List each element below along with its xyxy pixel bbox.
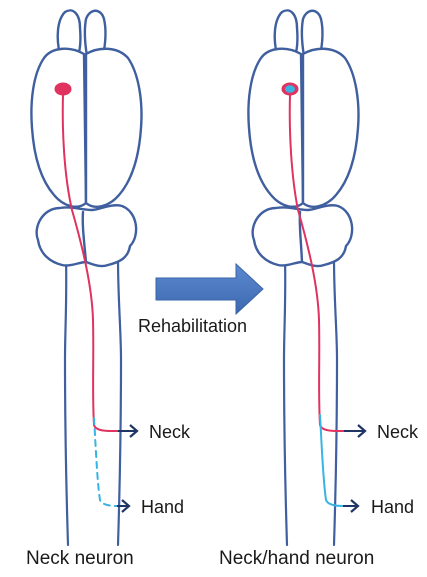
left-brain-diagram (31, 10, 141, 545)
right-hemisphere-left (248, 49, 303, 207)
left-hand-target: Hand (117, 497, 184, 517)
right-neck-target: Neck (344, 422, 419, 442)
left-caption: Neck neuron (26, 548, 134, 569)
right-neck-label: Neck (377, 422, 419, 442)
rehabilitation-label: Rehabilitation (138, 316, 247, 336)
right-hand-target: Hand (343, 497, 414, 517)
left-hand-label: Hand (141, 497, 184, 517)
right-hand-label: Hand (371, 497, 414, 517)
rehabilitation-block-arrow (156, 264, 263, 314)
right-spinal-cord-right-edge (334, 258, 337, 545)
right-brain-diagram (248, 10, 358, 545)
left-hemisphere-left (31, 49, 86, 207)
left-hemisphere-right (86, 49, 141, 207)
left-neuron-soma (55, 83, 72, 96)
right-spinal-cord-left-edge (284, 258, 287, 545)
left-neck-label: Neck (149, 422, 191, 442)
right-hemisphere-right (303, 49, 358, 207)
left-spinal-cord-right-edge (118, 258, 121, 545)
left-spinal-cord-left-edge (65, 258, 68, 545)
left-neck-target: Neck (118, 422, 191, 442)
right-neuron-soma-core (285, 85, 295, 93)
right-caption: Neck/hand neuron (219, 548, 374, 569)
rehabilitation-arrow: Rehabilitation (138, 264, 263, 336)
